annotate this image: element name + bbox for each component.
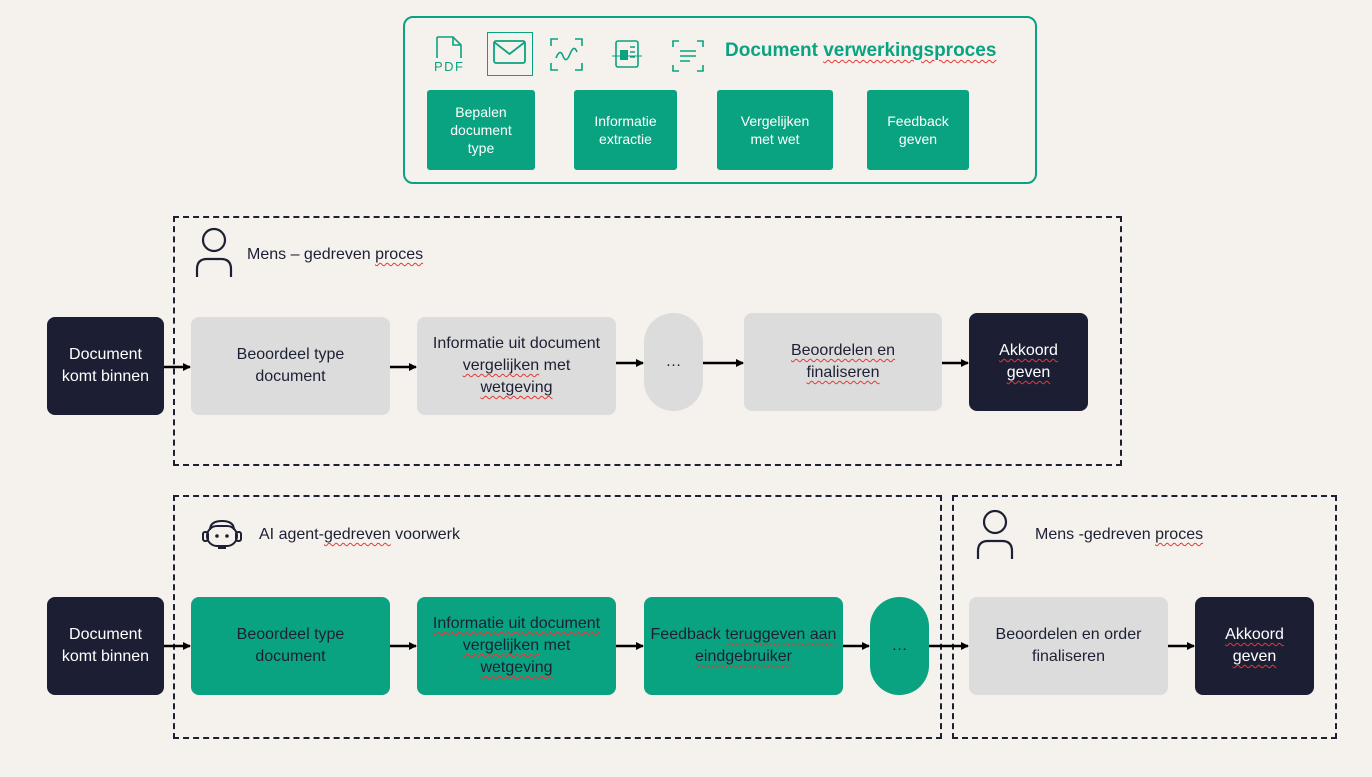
- pdf-icon: PDF: [431, 36, 467, 74]
- legend-step-line: type: [467, 140, 495, 156]
- scan-signature-icon: [550, 38, 583, 71]
- legend-step-compare: Vergelijken met wet: [717, 90, 833, 170]
- node-word: met: [539, 357, 571, 374]
- human-process-frame: [173, 216, 1122, 466]
- node-line: geven: [1232, 648, 1277, 665]
- ellipsis-text: …: [891, 637, 908, 654]
- node-line: Document: [69, 346, 142, 363]
- legend-step-line: geven: [898, 131, 938, 147]
- node-line: wetgeving: [480, 379, 553, 396]
- node-line: vergelijken met: [463, 635, 571, 657]
- label-suffix: proces: [375, 246, 424, 263]
- legend-step-line: Vergelijken: [740, 113, 810, 129]
- process-legend-card: [403, 16, 1037, 184]
- node-word: vergelijken: [462, 637, 540, 654]
- node-line: vergelijken met: [463, 355, 571, 377]
- label-mid: gedreven: [323, 526, 391, 543]
- ai-process-label: AI agent-gedreven voorwerk: [259, 526, 460, 544]
- legend-step-document-type: Bepalen document type: [427, 90, 535, 170]
- ai-assess-document-type-node: Beoordeel type document: [191, 597, 390, 695]
- legend-title-prefix: Document: [725, 40, 824, 61]
- legend-step-line: met wet: [750, 131, 800, 147]
- approve-node: Akkoord geven: [969, 313, 1088, 411]
- mail-icon: [487, 32, 533, 76]
- node-line: Akkoord: [1225, 626, 1284, 643]
- node-line: Beoordeel type: [236, 626, 345, 643]
- node-line: komt binnen: [61, 648, 150, 665]
- node-line: Feedback teruggeven aan: [651, 624, 837, 646]
- compare-legislation-node: Informatie uit document vergelijken met …: [417, 317, 616, 415]
- human-process-label: Mens – gedreven proces: [247, 246, 423, 264]
- node-word: vergelijken: [462, 357, 540, 374]
- node-word: teruggeven: [725, 626, 806, 643]
- node-word: Feedback: [650, 626, 726, 643]
- node-line: wetgeving: [480, 659, 553, 676]
- svg-text:PDF: PDF: [434, 59, 465, 74]
- legend-step-line: Feedback: [887, 113, 949, 129]
- node-line: komt binnen: [61, 368, 150, 385]
- node-word: aan: [805, 626, 837, 643]
- ai-feedback-node: Feedback teruggeven aan eindgebruiker: [644, 597, 843, 695]
- ellipsis-node: …: [870, 597, 929, 695]
- node-line: Beoordelen en: [790, 342, 896, 359]
- node-line: document: [255, 368, 326, 385]
- human-finalize-label: Mens -gedreven proces: [1035, 526, 1203, 544]
- node-line: eindgebruiker: [695, 648, 792, 665]
- node-line: Informatie uit document: [432, 615, 601, 632]
- node-line: Beoordelen en order: [995, 626, 1142, 643]
- node-word: met: [539, 637, 571, 654]
- legend-step-extraction: Informatie extractie: [574, 90, 677, 170]
- node-line: Beoordeel type: [236, 346, 345, 363]
- node-line: Informatie uit document: [432, 335, 601, 352]
- ai-compare-legislation-node: Informatie uit document vergelijken met …: [417, 597, 616, 695]
- ellipsis-text: …: [665, 353, 682, 370]
- label-prefix: Mens – gedreven: [247, 246, 376, 263]
- document-incoming-node: Document komt binnen: [47, 317, 164, 415]
- document-incoming-node: Document komt binnen: [47, 597, 164, 695]
- node-line: Document: [69, 626, 142, 643]
- assess-document-type-node: Beoordeel type document: [191, 317, 390, 415]
- label-prefix: AI agent-: [259, 526, 324, 543]
- approve-node: Akkoord geven: [1195, 597, 1314, 695]
- label-suffix: proces: [1155, 526, 1204, 543]
- node-line: document: [255, 648, 326, 665]
- legend-step-feedback: Feedback geven: [867, 90, 969, 170]
- assess-order-finalize-node: Beoordelen en order finaliseren: [969, 597, 1168, 695]
- legend-step-line: Informatie: [594, 113, 657, 129]
- document-scan-icon: [611, 38, 643, 70]
- person-icon: [975, 508, 1015, 560]
- legend-step-line: Bepalen: [455, 104, 507, 120]
- ai-agent-headset-icon: [202, 518, 242, 552]
- text-scan-icon: [672, 40, 704, 72]
- label-suffix: voorwerk: [390, 526, 461, 543]
- ellipsis-node: …: [644, 313, 703, 411]
- node-line: finaliseren: [806, 364, 880, 381]
- ai-process-frame: [173, 495, 942, 739]
- human-finalize-frame: [952, 495, 1337, 739]
- legend-step-line: extractie: [599, 131, 652, 147]
- node-line: geven: [1006, 364, 1051, 381]
- legend-title: Document verwerkingsproces: [725, 40, 996, 62]
- legend-title-suffix: verwerkingsproces: [823, 40, 997, 61]
- assess-finalize-node: Beoordelen en finaliseren: [744, 313, 942, 411]
- legend-step-line: document: [450, 122, 512, 138]
- person-icon: [194, 226, 234, 278]
- node-line: finaliseren: [1032, 648, 1105, 665]
- node-line: Akkoord: [999, 342, 1058, 359]
- label-prefix: Mens -gedreven: [1035, 526, 1156, 543]
